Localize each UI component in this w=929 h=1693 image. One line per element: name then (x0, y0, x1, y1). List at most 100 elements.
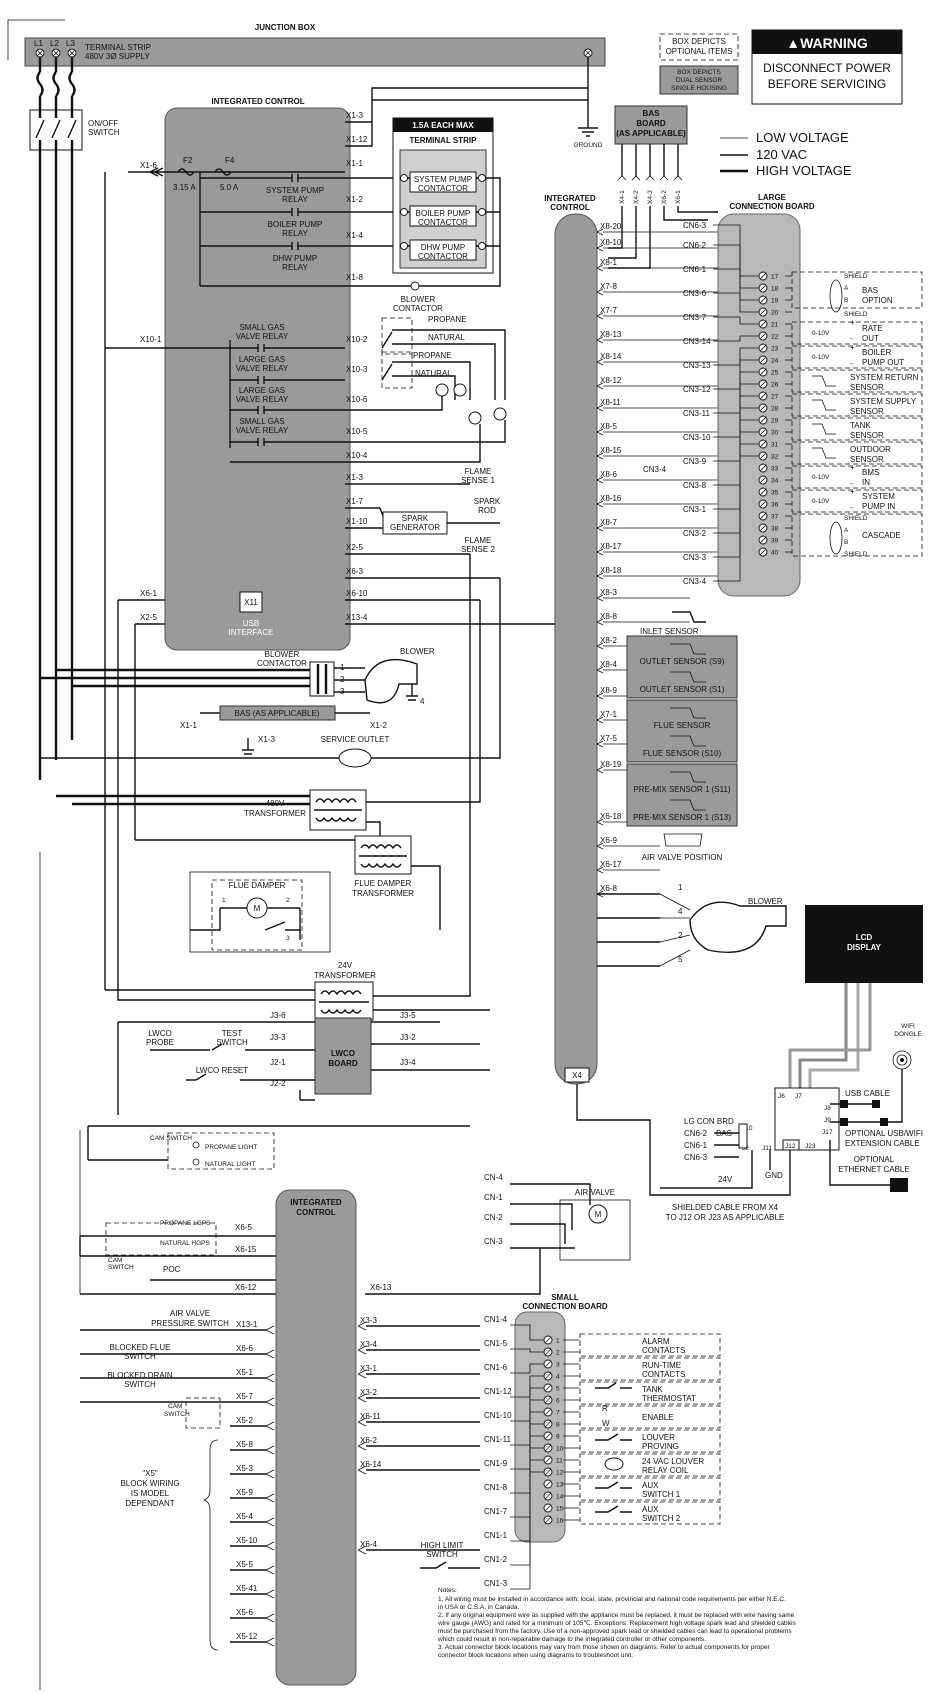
lower-term-x5-7: X5-7 (236, 1392, 253, 1401)
aux-switch-2-b: SWITCH 2 (642, 1514, 681, 1523)
large-board-devices: SHIELD A B BAS OPTION SHIELD 0-10V + - R… (791, 271, 923, 558)
sys-return-2: SENSOR (850, 383, 884, 392)
scb-terminal-num: 11 (556, 1458, 563, 1465)
boiler-010v: 0-10V (812, 354, 830, 361)
propane-lgps: PROPANE LGPS (160, 1220, 211, 1227)
lcb-cn3-10: CN3-10 (683, 433, 711, 442)
lcb-cn3-3: CN3-3 (683, 553, 707, 562)
air-valve-section: CN-4 CN-1 CN-2 CN-3 AIR VALVE M X6-13 (365, 1173, 631, 1295)
blower-pin-1: 1 (678, 883, 683, 892)
sys-return-1: SYSTEM RETURN (850, 373, 919, 382)
scb-terminal-num: 1 (556, 1338, 560, 1345)
bp-contactor-1: BOILER PUMP (416, 209, 471, 218)
scb-cn1-8: CN1-8 (484, 1483, 508, 1492)
vac-legend: 120 VAC (756, 147, 807, 162)
lcd-cn63: CN6-3 (684, 1153, 708, 1162)
lcd-display[interactable] (805, 905, 923, 983)
boiler-plus: + (850, 343, 855, 352)
junction-box-title: JUNCTION BOX (255, 23, 316, 32)
note-line-3: 2. If any original equipment wire as sup… (438, 1612, 795, 1619)
t24-label-1: 24V (338, 961, 353, 970)
lower-term-x5-5: X5-5 (236, 1560, 253, 1569)
air-valve-label: AIR VALVE (575, 1188, 615, 1197)
lower-term-x6-14: X6-14 (360, 1460, 382, 1469)
gas-relay-4-a: SMALL GAS (239, 417, 284, 426)
x4-connector[interactable] (564, 1067, 590, 1083)
spark-rod-2: ROD (478, 506, 496, 515)
power-x1-2: X1-2 (370, 721, 387, 730)
terminal-screws (400, 174, 486, 250)
j7-label: J7 (795, 1093, 802, 1100)
lcb-cn3-12: CN3-12 (683, 385, 711, 394)
lwco-j3-3: J3-3 (270, 1033, 286, 1042)
term-x10-3: X10-3 (346, 365, 368, 374)
usb-label-2: INTERFACE (229, 628, 274, 637)
usb-x11-box[interactable] (239, 591, 263, 613)
mid-term-x8-3: X8-3 (600, 588, 617, 597)
lcb-terminal-num: 34 (771, 478, 779, 485)
flue-damper-label: FLUE DAMPER (229, 881, 286, 890)
note-line-4: wire gauge (AWG) and rated for a minimum… (437, 1619, 797, 1627)
lower-term-x5-8: X5-8 (236, 1440, 253, 1449)
mid-term-x8-8: X8-8 (600, 612, 617, 621)
lower-control-title-2: CONTROL (296, 1208, 336, 1217)
lwco-j3-4: J3-4 (400, 1058, 416, 1067)
blower-pin-4: 4 (678, 907, 683, 916)
term-x10-5: X10-5 (346, 427, 368, 436)
high-limit-1: HIGH LIMIT (421, 1541, 464, 1550)
l3-label: L3 (66, 39, 75, 48)
warning-line-1: DISCONNECT POWER (763, 61, 891, 75)
scb-cn1-2: CN1-2 (484, 1555, 508, 1564)
lcb-terminal-num: 17 (771, 274, 779, 281)
lcb-terminal-num: 19 (771, 298, 779, 305)
syspump-in-1: SYSTEM (862, 492, 895, 501)
av-cn-3: CN-3 (484, 1237, 503, 1246)
mid-term-x7-8: X7-8 (600, 282, 617, 291)
rate-out-1: RATE (862, 324, 883, 333)
scb-terminal-num: 6 (556, 1398, 560, 1405)
scb-cn1-9: CN1-9 (484, 1459, 508, 1468)
service-outlet[interactable] (338, 748, 372, 768)
j9-label: J9 (824, 1117, 831, 1124)
terminal-strip-max: 1.5A EACH MAX (412, 121, 474, 130)
wifi-label-1: WIFI (901, 1023, 915, 1030)
lower-term-x3-2: X3-2 (360, 1388, 377, 1397)
term-x13-4: X13-4 (346, 613, 368, 622)
term-x1-4: X1-4 (346, 231, 363, 240)
switch-label-1: ON/OFF (88, 119, 118, 128)
power-x1-3: X1-3 (258, 735, 275, 744)
low-voltage-legend: LOW VOLTAGE (756, 130, 849, 145)
tank-sensor-1: TANK (850, 421, 871, 430)
bas-pin-x4-1: X4-1 (619, 190, 626, 204)
optional-items-text-2: OPTIONAL ITEMS (666, 47, 733, 56)
lcb-terminal-num: 26 (771, 382, 779, 389)
lcb-cn3-11: CN3-11 (683, 409, 711, 418)
outlet-s1-label: OUTLET SENSOR (S1) (640, 685, 725, 694)
lcb-terminal-num: 25 (771, 370, 779, 377)
term-x1-3: X1-3 (346, 473, 363, 482)
b-2: B (844, 539, 848, 546)
syspump-010v: 0-10V (812, 498, 830, 505)
x11-label: X11 (244, 598, 258, 607)
runtime-1: RUN-TIME (642, 1361, 681, 1370)
cam-switch-label-top: CAM SWITCH (150, 1135, 192, 1142)
blocked-drain-2: SWITCH (124, 1380, 156, 1389)
av-x6-13: X6-13 (370, 1283, 392, 1292)
blower-pin-5: 5 (678, 955, 683, 964)
lower-term-x6-11: X6-11 (360, 1412, 381, 1421)
rate-plus: + (850, 318, 855, 327)
outlet-s9-label: OUTLET SENSOR (S9) (640, 657, 725, 666)
term-x1-7: X1-7 (346, 497, 363, 506)
gas-relay-2-a: LARGE GAS (239, 355, 285, 364)
relay-system-pump-2: RELAY (282, 195, 308, 204)
scb-terminal-num: 2 (556, 1350, 560, 1357)
fuse-f2-rating: 3.15 A (173, 183, 196, 192)
svg-text:1: 1 (222, 897, 226, 904)
large-board-cn-labels: CN6-3CN6-2CN6-1CN3-6CN3-7CN3-14CN3-13CN3… (683, 221, 759, 586)
lcb-terminal-num: 18 (771, 286, 779, 293)
mid-term-x8-15: X8-15 (600, 446, 622, 455)
lower-blower: 1 4 2 5 BLOWER (597, 883, 787, 967)
mid-term-x8-20: X8-20 (600, 222, 622, 231)
bms-010v: 0-10V (812, 474, 830, 481)
blower-lower-label: BLOWER (748, 897, 783, 906)
